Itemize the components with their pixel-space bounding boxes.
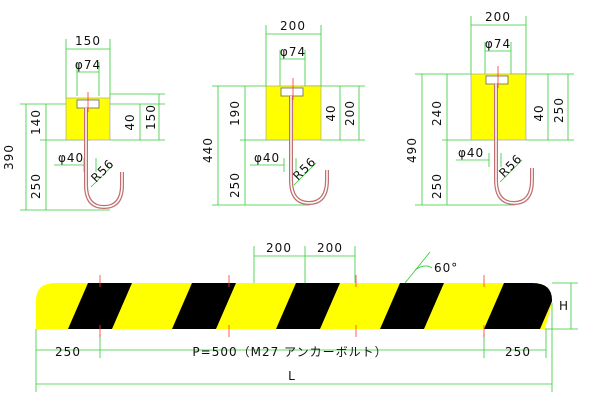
bar-stripes xyxy=(36,283,552,329)
detail-c-total-height: 490 xyxy=(405,137,419,163)
detail-c-top-width: 200 xyxy=(485,10,511,24)
detail-b-total-height: 440 xyxy=(201,137,215,163)
detail-b-upper-height: 190 xyxy=(228,100,242,126)
detail-c-phi40: φ40 xyxy=(458,146,484,160)
bar-pitch: P=500（M27 アンカーボルト） xyxy=(192,345,387,359)
bar-right-end: 250 xyxy=(505,345,531,359)
bar-dimension-lines xyxy=(35,246,578,392)
detail-a: 150 φ74 390 140 250 40 150 φ40 R56 xyxy=(2,34,165,211)
detail-b-bolt-offset: 40 xyxy=(324,104,338,121)
detail-b-anchor-bolt xyxy=(280,78,329,206)
detail-a-dimension-lines xyxy=(20,39,165,211)
detail-a-lower-height: 250 xyxy=(29,173,43,199)
bar-length: L xyxy=(288,369,296,383)
detail-a-upper-height: 140 xyxy=(29,109,43,135)
detail-c-radius: R56 xyxy=(496,151,525,180)
detail-c-phi74: φ74 xyxy=(485,37,511,51)
bar-anchor-marks xyxy=(99,275,485,337)
detail-c-lower-height: 250 xyxy=(430,173,444,199)
detail-b-top-width: 200 xyxy=(280,19,306,33)
detail-b-lower-height: 250 xyxy=(228,172,242,198)
bar-spacing-1: 200 xyxy=(266,241,292,255)
detail-c: 200 φ74 490 240 250 40 250 φ40 R56 xyxy=(405,10,574,206)
detail-b-phi40: φ40 xyxy=(254,151,280,165)
detail-a-radius: R56 xyxy=(88,156,117,185)
bar-height: H xyxy=(559,299,569,313)
detail-c-upper-height: 240 xyxy=(430,100,444,126)
detail-a-total-height: 390 xyxy=(2,144,16,170)
detail-c-bolt-offset: 40 xyxy=(532,104,546,121)
detail-b-phi74: φ74 xyxy=(280,45,306,59)
bar-left-end: 250 xyxy=(55,345,81,359)
detail-a-phi40: φ40 xyxy=(58,151,84,165)
barrier-bar: 200 200 60° H 250 P=500（M27 アンカーボルト） 250… xyxy=(35,241,578,392)
detail-b-block-height: 200 xyxy=(343,100,357,126)
detail-c-anchor-bolt xyxy=(485,66,534,206)
bar-angle: 60° xyxy=(434,261,458,275)
detail-a-phi74: φ74 xyxy=(75,58,101,72)
detail-a-block-height: 150 xyxy=(144,104,158,130)
detail-c-concrete-block xyxy=(470,73,527,141)
detail-c-block-height: 250 xyxy=(552,97,566,123)
detail-b: 200 φ74 440 190 250 40 200 φ40 R56 xyxy=(201,19,365,206)
detail-a-anchor-bolt xyxy=(76,92,124,210)
detail-a-top-width: 150 xyxy=(75,34,101,48)
detail-a-bolt-offset: 40 xyxy=(123,113,137,130)
detail-b-radius: R56 xyxy=(290,154,319,183)
detail-b-dimension-lines xyxy=(212,25,365,206)
bar-spacing-2: 200 xyxy=(317,241,343,255)
